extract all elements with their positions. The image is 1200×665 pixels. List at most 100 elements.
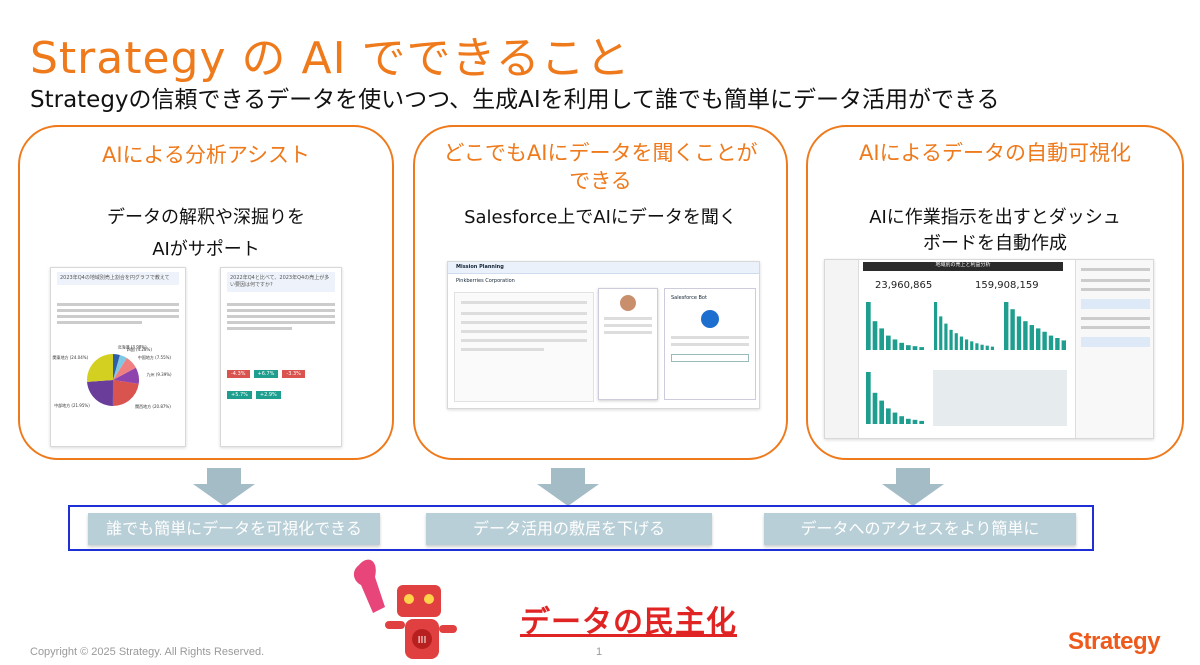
dash-sidebar <box>825 260 859 438</box>
panel-ask-anywhere: どこでもAIにデータを聞くことができる Salesforce上でAIにデータを聞… <box>413 125 788 460</box>
sf-app-name: Mission Planning <box>456 264 504 270</box>
change-tag: +2.9% <box>255 391 281 399</box>
bar <box>970 341 974 350</box>
down-arrow-icon <box>193 468 255 506</box>
panel-ai-analysis-assist: AIによる分析アシスト データの解釈や深掘りを AIがサポート 2023年Q4の… <box>18 125 394 460</box>
bar <box>954 333 958 350</box>
panel-title: AIによるデータの自動可視化 <box>859 141 1131 165</box>
map-panel <box>933 370 1067 426</box>
answer-text-lines <box>227 300 335 333</box>
bar <box>1048 335 1054 350</box>
bar <box>892 339 898 350</box>
slide-subtitle: Strategyの信頼できるデータを使いつつ、生成AIを利用して誰でも簡単にデー… <box>30 87 1000 113</box>
pie-label: 九州 (9.39%) <box>147 371 173 377</box>
panel-auto-visualization: AIによるデータの自動可視化 AIに作業指示を出すとダッシュ ボードを自動作成 … <box>806 125 1184 460</box>
answer-text-lines <box>57 300 179 327</box>
bar <box>1010 309 1015 350</box>
change-tag: -4.3% <box>227 370 250 378</box>
bar <box>939 316 943 350</box>
bar <box>985 345 989 350</box>
bar <box>879 400 884 424</box>
bar <box>1023 321 1028 350</box>
bar <box>912 346 918 350</box>
pie-label: 中部地方 (21.95%) <box>54 402 90 408</box>
pie-slice <box>113 358 136 380</box>
kpi-1: 23,960,865 <box>875 280 933 291</box>
bar <box>1004 302 1009 350</box>
sf-topbar <box>448 262 759 274</box>
strategy-logo: Strategy <box>1068 628 1161 655</box>
bar <box>899 342 904 350</box>
bar <box>1029 325 1034 350</box>
sf-bot-panel: Salesforce Bot <box>664 288 756 400</box>
bar <box>1036 328 1041 350</box>
benefit-easier-access: データへのアクセスをより簡単に <box>764 513 1076 545</box>
screenshot-factor-answer: 2022年Q4と比べて、2023年Q4の売上が多い要因は何ですか? -4.3%+… <box>220 267 342 447</box>
bar <box>949 329 953 350</box>
bar <box>866 372 871 424</box>
bar <box>919 420 924 424</box>
bar <box>980 344 984 350</box>
down-arrow-icon <box>537 468 599 506</box>
sf-company: Pinkberries Corporation <box>456 278 515 284</box>
copyright: Copyright © 2025 Strategy. All Rights Re… <box>30 646 265 658</box>
bar <box>965 339 969 350</box>
screenshot-dashboard: 地域別の売上と利益分析 23,960,865 159,908,159 <box>824 259 1154 439</box>
screenshot-pie-answer: 2023年Q4の地域別売上割合を円グラフで教えて 北海道 (3.98%)四国 (… <box>50 267 186 447</box>
bar <box>866 302 871 350</box>
bar <box>1042 331 1047 350</box>
chat-panel <box>1075 260 1153 438</box>
bar <box>1016 316 1022 350</box>
bar <box>990 346 994 350</box>
panel-desc-line1: データの解釈や深掘りを <box>107 207 305 228</box>
bar <box>919 347 924 350</box>
bar <box>975 343 979 350</box>
robot-mascot-icon: III <box>353 559 457 659</box>
bar <box>872 392 878 424</box>
panel-desc-line1: AIに作業指示を出すとダッシュ <box>869 207 1121 228</box>
kpi-2: 159,908,159 <box>975 280 1039 291</box>
slide-title: Strategy の AI でできること <box>30 33 631 84</box>
pie-label: 中国地方 (7.55%) <box>138 354 172 360</box>
sf-contact-card <box>598 288 658 400</box>
avatar <box>620 295 636 311</box>
bar <box>912 419 918 424</box>
dashboard-bar-charts <box>866 302 1067 426</box>
panel-title: どこでもAIにデータを聞くことができる <box>443 141 758 193</box>
bar <box>886 408 891 424</box>
page-number: 1 <box>596 646 603 658</box>
benefit-visualize: 誰でも簡単にデータを可視化できる <box>88 513 380 545</box>
chat-question: 2023年Q4の地域別売上割合を円グラフで教えて <box>57 272 179 285</box>
democratization-heading: データの民主化 <box>520 605 737 640</box>
screenshot-salesforce: Mission Planning Pinkberries Corporation… <box>447 261 760 409</box>
change-tag: +6.7% <box>253 370 279 378</box>
change-tags: -4.3%+6.7%-3.3%+5.7%+2.9% <box>227 360 335 402</box>
bar <box>886 335 891 350</box>
pie-label: 北海道 (3.98%) <box>118 343 148 349</box>
panel-desc-line2: AIがサポート <box>152 239 260 260</box>
bar <box>1061 340 1066 350</box>
benefits-box: 誰でも簡単にデータを可視化できる データ活用の敷居を下げる データへのアクセスを… <box>68 505 1094 551</box>
bot-name: Salesforce Bot <box>671 295 707 301</box>
pie-label: 四国 (4.28%) <box>127 346 153 352</box>
bar <box>1055 338 1060 350</box>
pie-slice <box>113 367 139 384</box>
pie-slice <box>113 354 127 380</box>
change-tag: +5.7% <box>227 391 252 399</box>
bot-icon <box>701 310 719 328</box>
dash-header: 地域別の売上と利益分析 <box>863 262 1063 271</box>
bar <box>944 323 948 350</box>
bar <box>872 321 878 350</box>
bar <box>906 418 911 424</box>
pie-label: 関東地方 (24.04%) <box>52 354 88 360</box>
region-pie-chart: 北海道 (3.98%)四国 (4.28%) 中国地方 (7.55%) 九州 (9.3… <box>52 343 173 409</box>
sf-record-body <box>454 292 594 402</box>
panel-desc-line2: ボードを自動作成 <box>923 233 1067 254</box>
pie-slice <box>113 354 120 380</box>
pie-label: 関西地方 (20.87%) <box>135 403 171 409</box>
panel-title: AIによる分析アシスト <box>101 143 311 167</box>
pie-slice <box>87 354 113 382</box>
bar <box>892 412 898 424</box>
bar <box>906 345 911 350</box>
bar <box>959 336 963 350</box>
